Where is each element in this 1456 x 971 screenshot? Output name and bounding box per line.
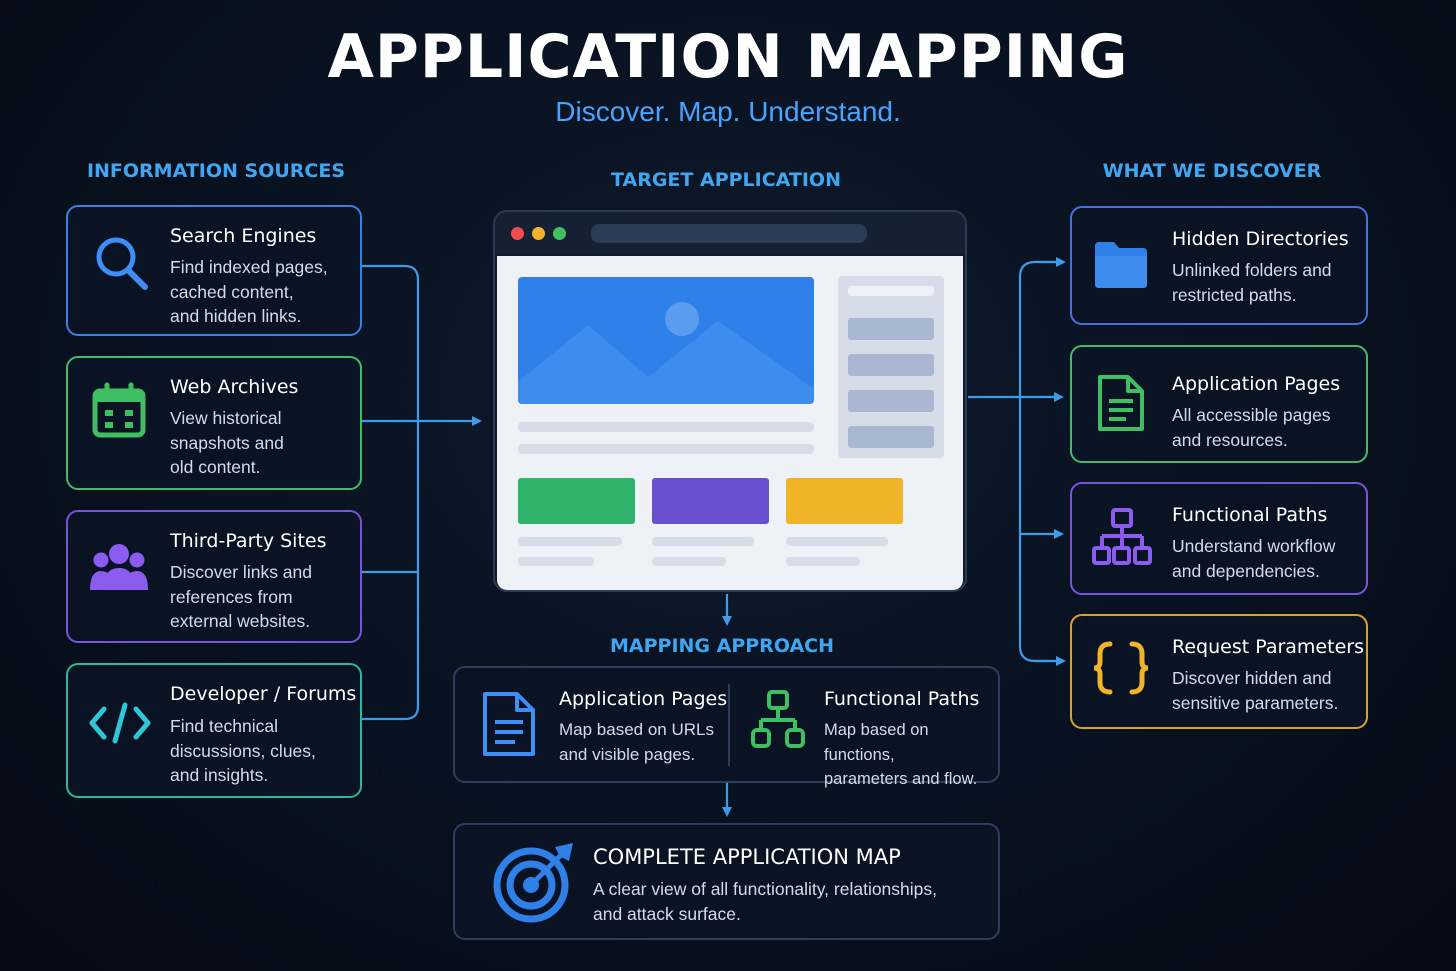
target-heading: TARGET APPLICATION xyxy=(611,169,841,191)
document-icon xyxy=(1096,373,1146,438)
flow-icon xyxy=(751,690,805,755)
purple-block xyxy=(652,478,769,524)
approach-description: Map based on functions,parameters and fl… xyxy=(824,721,978,788)
flow-icon xyxy=(1092,508,1152,571)
source-card-search-engines: Search Engines Find indexed pages,cached… xyxy=(66,205,362,336)
minimize-dot-icon xyxy=(532,227,545,240)
calendar-icon xyxy=(90,382,148,445)
source-title: Third-Party Sites xyxy=(170,530,327,552)
approach-title: Functional Paths xyxy=(824,688,980,710)
discover-title: Hidden Directories xyxy=(1172,228,1349,250)
sidebar-panel xyxy=(838,276,944,458)
approach-divider xyxy=(728,684,730,766)
braces-icon xyxy=(1092,640,1150,701)
approach-title: Application Pages xyxy=(559,688,728,710)
source-title: Search Engines xyxy=(170,225,317,247)
address-bar xyxy=(591,224,867,243)
image-placeholder-icon xyxy=(518,277,814,404)
discover-title: Request Parameters xyxy=(1172,636,1364,658)
source-title: Developer / Forums xyxy=(170,683,357,705)
yellow-block xyxy=(786,478,903,524)
green-block xyxy=(518,478,635,524)
discover-title: Functional Paths xyxy=(1172,504,1328,526)
close-dot-icon xyxy=(511,227,524,240)
target-icon xyxy=(491,839,577,930)
maximize-dot-icon xyxy=(553,227,566,240)
page-title: APPLICATION MAPPING xyxy=(327,22,1129,92)
document-icon xyxy=(481,690,537,763)
result-description: A clear view of all functionality, relat… xyxy=(593,879,938,924)
search-icon xyxy=(92,233,152,298)
approach-heading: MAPPING APPROACH xyxy=(609,635,835,657)
discover-connector-trunk xyxy=(1018,260,1064,663)
discover-heading: WHAT WE DISCOVER xyxy=(1102,160,1322,182)
source-description: Find indexed pages,cached content,and hi… xyxy=(170,257,328,326)
users-icon xyxy=(88,540,150,599)
result-title: COMPLETE APPLICATION MAP xyxy=(593,845,901,869)
complete-map-box: COMPLETE APPLICATION MAP A clear view of… xyxy=(453,823,1000,940)
browser-toolbar xyxy=(495,212,965,254)
sources-heading: INFORMATION SOURCES xyxy=(86,160,346,182)
sources-connector-trunk xyxy=(362,264,420,721)
page-subtitle: Discover. Map. Understand. xyxy=(555,96,901,127)
target-app-window xyxy=(493,210,967,592)
app-content xyxy=(497,256,963,590)
folder-icon xyxy=(1092,238,1150,295)
code-icon xyxy=(88,701,152,750)
discover-title: Application Pages xyxy=(1172,373,1341,395)
source-title: Web Archives xyxy=(170,376,299,398)
